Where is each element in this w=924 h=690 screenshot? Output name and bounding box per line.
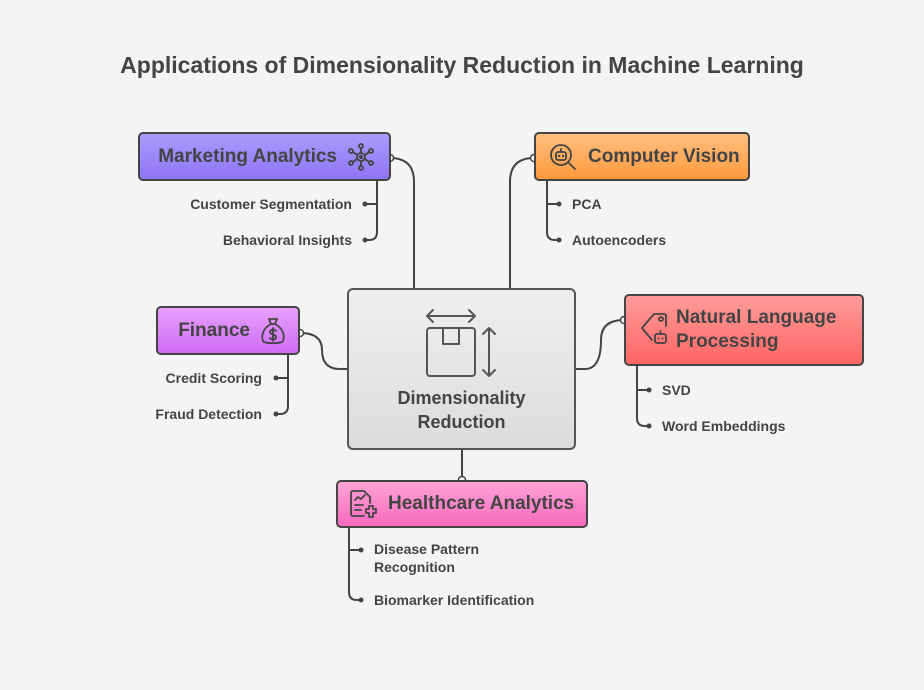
- box-dimensions-icon: [425, 309, 496, 377]
- leaf-word-embeddings: Word Embeddings: [662, 418, 786, 434]
- diagram-title: Applications of Dimensionality Reduction…: [120, 52, 804, 78]
- leaf-disease-pattern-line2: Recognition: [374, 559, 455, 575]
- nlp-label-line1: Natural Language: [676, 307, 837, 328]
- healthcare-analytics-node[interactable]: Healthcare Analytics: [336, 480, 588, 528]
- leaf-credit-scoring: Credit Scoring: [165, 370, 262, 386]
- computer-vision-label: Computer Vision: [588, 145, 740, 167]
- finance-node[interactable]: Finance: [156, 306, 300, 355]
- leaf-connector-marketing: [365, 181, 378, 241]
- robot-magnifier-icon: [550, 143, 576, 170]
- leaf-pca: PCA: [572, 196, 602, 212]
- center-label-line2: Reduction: [417, 412, 506, 432]
- network-eye-icon: [348, 142, 374, 171]
- marketing-analytics-label: Marketing Analytics: [158, 145, 337, 167]
- leaf-connector-healthcare: [348, 528, 361, 601]
- connector-vision: [509, 157, 535, 288]
- nlp-node[interactable]: Natural Language Processing: [624, 294, 864, 366]
- medical-chart-icon: [350, 490, 377, 518]
- leaf-behavioral-insights: Behavioral Insights: [222, 232, 352, 248]
- leaf-autoencoders: Autoencoders: [572, 232, 667, 248]
- leaf-biomarker-identification: Biomarker Identification: [374, 592, 535, 608]
- marketing-analytics-node[interactable]: Marketing Analytics: [138, 132, 391, 181]
- connector-nlp: [576, 319, 625, 370]
- leaf-svd: SVD: [662, 382, 691, 398]
- connector-marketing: [389, 157, 415, 288]
- connector-finance: [299, 332, 347, 370]
- healthcare-analytics-label: Healthcare Analytics: [388, 493, 575, 514]
- leaf-connector-nlp: [636, 366, 649, 427]
- nlp-label-line2: Processing: [676, 331, 779, 352]
- computer-vision-node[interactable]: Computer Vision: [534, 132, 750, 181]
- center-label-line1: Dimensionality: [397, 388, 526, 408]
- leaf-disease-pattern-line1: Disease Pattern: [374, 541, 480, 557]
- center-node: Dimensionality Reduction: [347, 288, 576, 450]
- leaf-disease-pattern-recognition: Disease Pattern Recognition: [374, 540, 479, 576]
- leaf-connector-vision: [546, 181, 559, 241]
- tag-robot-icon: [641, 313, 667, 344]
- leaf-customer-segmentation: Customer Segmentation: [190, 196, 352, 212]
- leaf-connector-finance: [276, 355, 289, 415]
- finance-label: Finance: [178, 319, 250, 341]
- money-bag-icon: [261, 317, 285, 344]
- leaf-fraud-detection: Fraud Detection: [155, 406, 262, 422]
